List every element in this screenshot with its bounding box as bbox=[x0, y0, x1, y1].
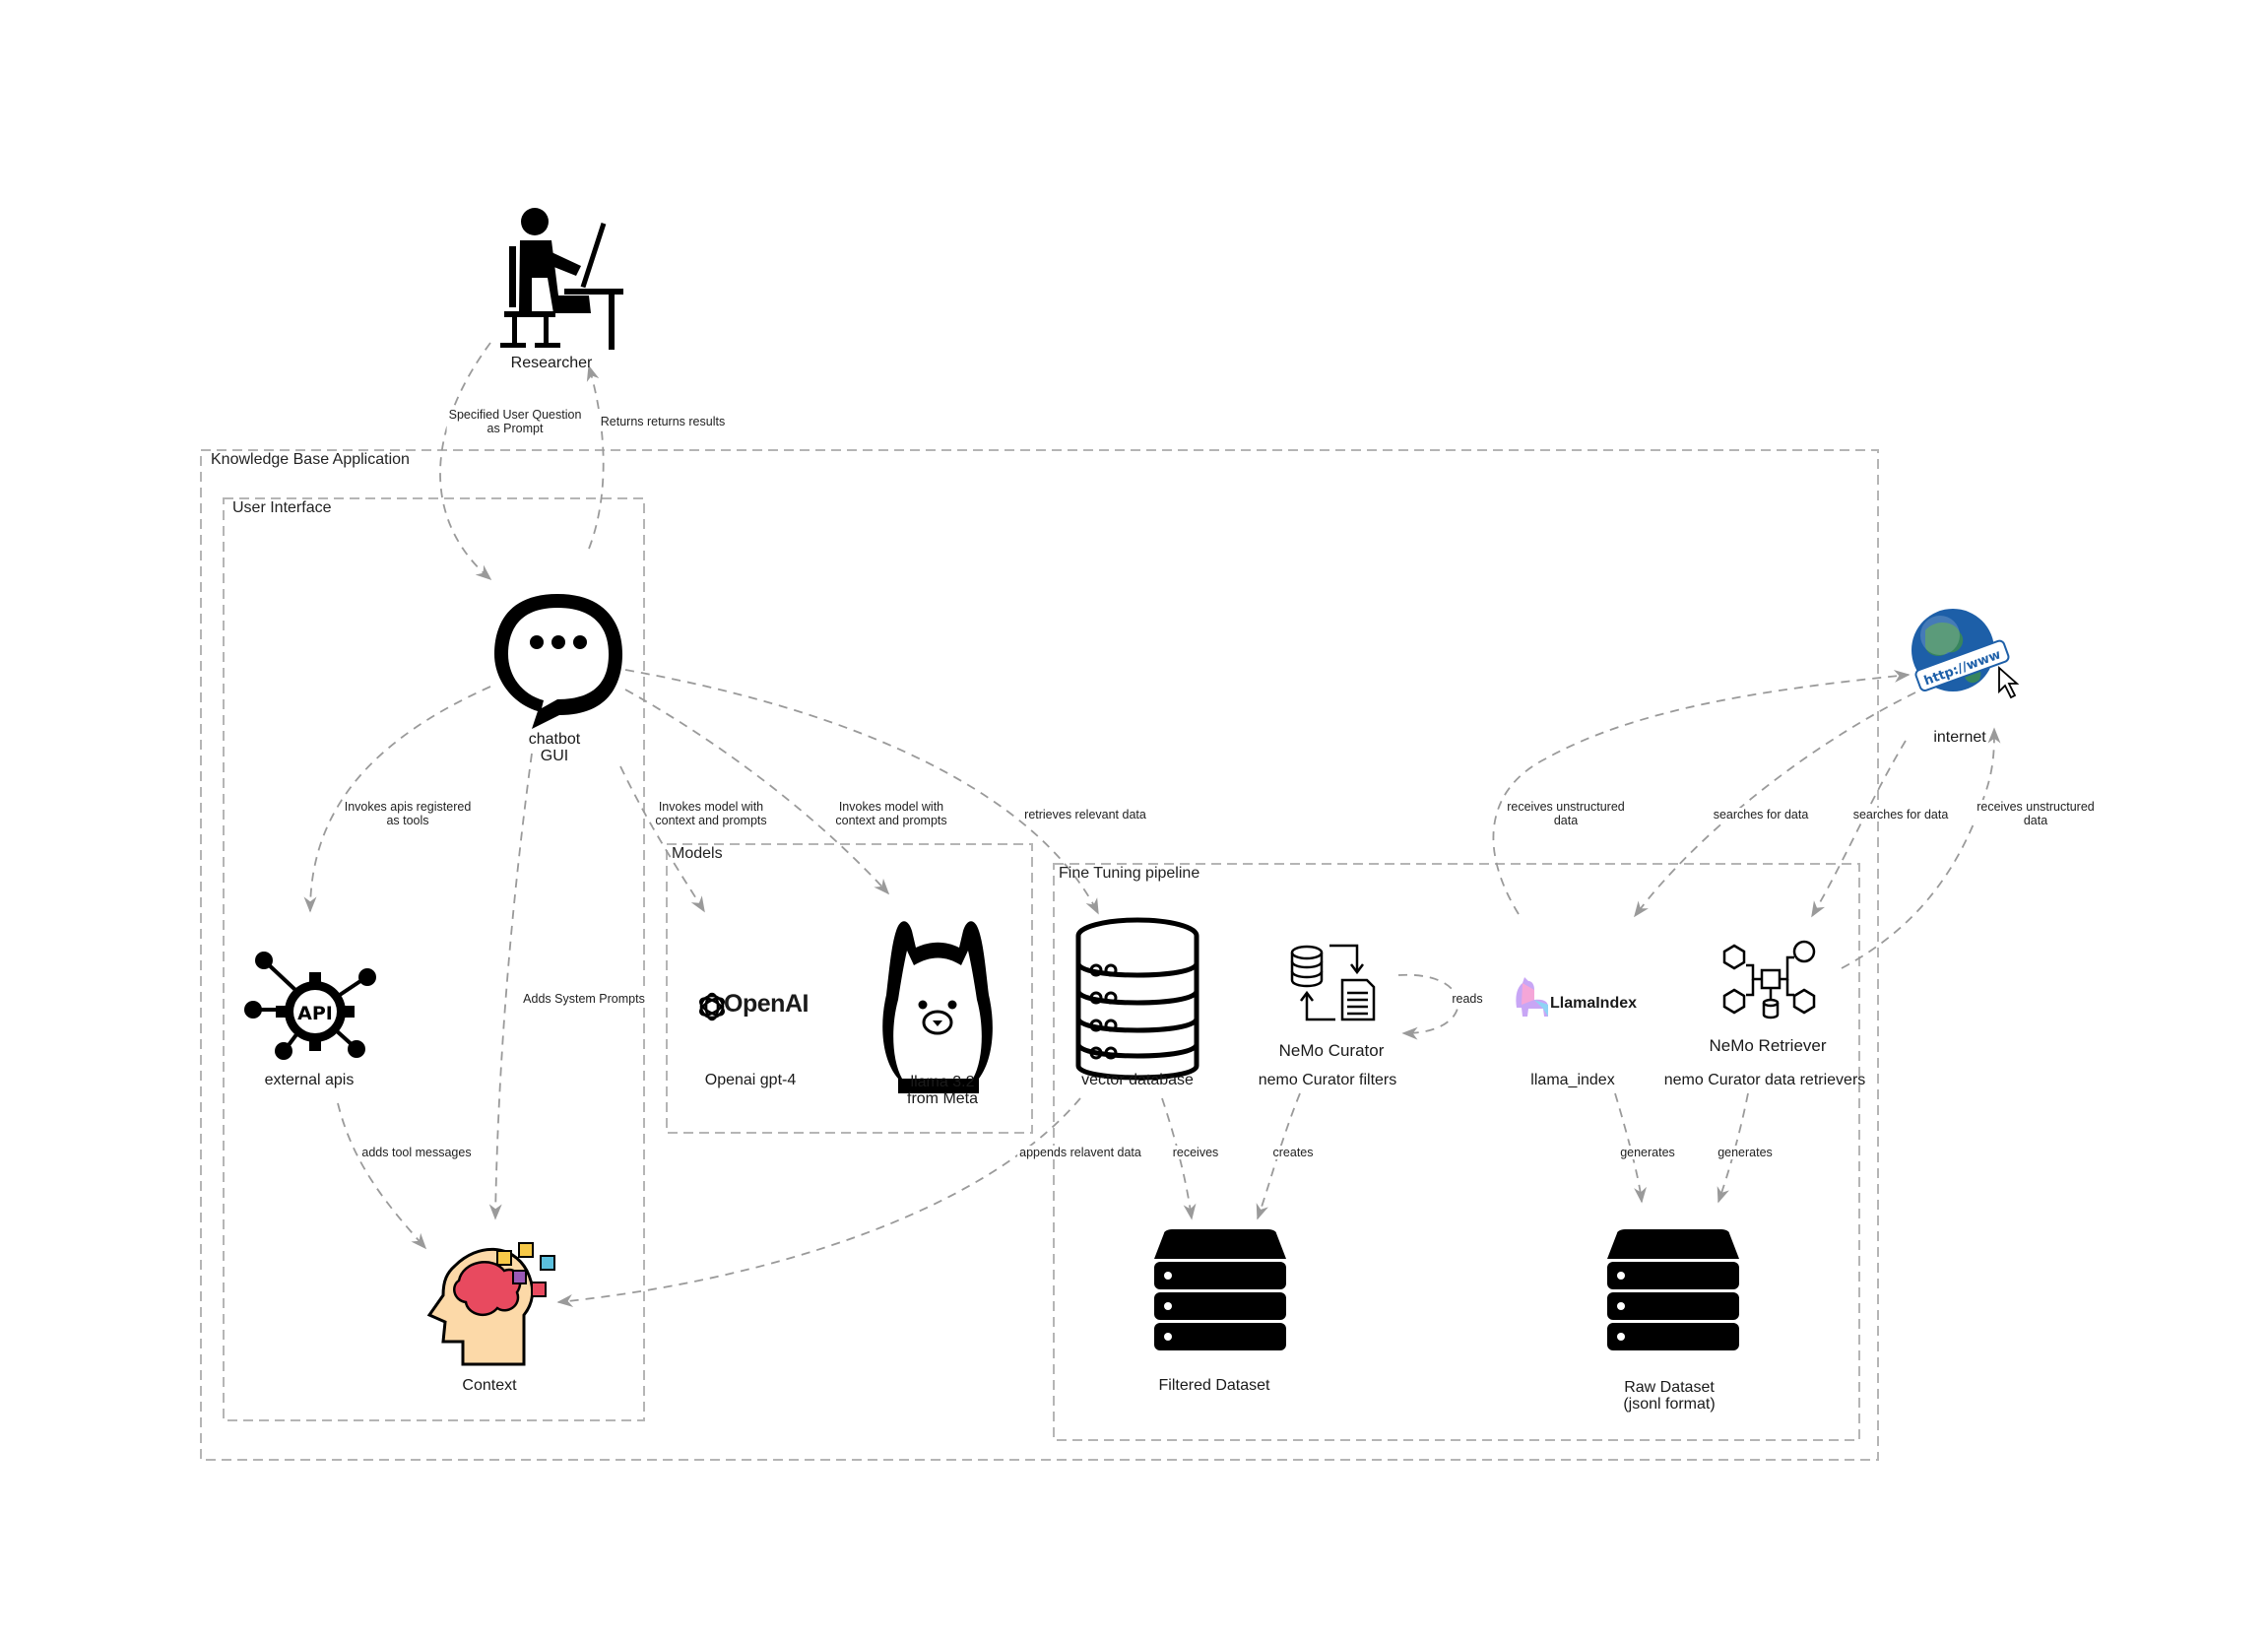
edge-label-invokes-apis: Invokes apis registered as tools bbox=[342, 800, 474, 827]
edge-label-invokes-openai: Invokes model with context and prompts bbox=[653, 800, 769, 827]
chat-bubble-icon bbox=[494, 594, 622, 729]
nemo-retriever-title: NeMo Retriever bbox=[1709, 1036, 1827, 1055]
edge-receives bbox=[1161, 1097, 1197, 1220]
nemo-curator-title: NeMo Curator bbox=[1278, 1041, 1385, 1060]
nemo-curator-label: nemo Curator filters bbox=[1258, 1072, 1397, 1088]
edge-returns-results bbox=[586, 364, 605, 550]
api-badge: API bbox=[297, 1003, 333, 1024]
raw-dataset-label: Raw Dataset (jsonl format) bbox=[1623, 1379, 1716, 1413]
edge-label-reads: reads bbox=[1450, 992, 1485, 1006]
vector-database-icon bbox=[1075, 917, 1199, 1081]
nemo-retriever-label: nemo Curator data retrievers bbox=[1663, 1072, 1866, 1088]
edge-invokes-openai bbox=[619, 765, 705, 913]
edge-receives-unstructured-2 bbox=[1841, 727, 2001, 969]
llamaindex-logo-icon bbox=[1516, 977, 1548, 1017]
nemo-retriever-icon bbox=[1722, 940, 1816, 1019]
openai-logo-icon bbox=[699, 992, 725, 1021]
edge-label-receives: receives bbox=[1170, 1146, 1221, 1159]
edge-label-receives-unstructured-2: receives unstructured data bbox=[1975, 800, 2097, 827]
edge-label-adds-system: Adds System Prompts bbox=[521, 992, 647, 1006]
group-title-knowledge-base: Knowledge Base Application bbox=[211, 451, 410, 468]
edge-retrieves bbox=[624, 669, 1099, 915]
edge-invokes-llama bbox=[624, 689, 890, 895]
edge-label-searches-1: searches for data bbox=[1711, 808, 1811, 822]
api-gear-icon: API bbox=[244, 952, 376, 1060]
vector-database-label: vector database bbox=[1081, 1072, 1194, 1088]
edge-specified-question bbox=[439, 342, 492, 581]
edge-appends bbox=[556, 1097, 1081, 1307]
edge-label-creates: creates bbox=[1270, 1146, 1316, 1159]
chatbot-label: chatbot GUI bbox=[528, 731, 581, 764]
researcher-label: Researcher bbox=[510, 355, 593, 371]
nemo-curator-icon bbox=[1290, 944, 1376, 1021]
openai-label: Openai gpt-4 bbox=[704, 1072, 797, 1088]
group-models bbox=[666, 843, 1033, 1134]
group-title-user-interface: User Interface bbox=[232, 499, 332, 516]
filtered-dataset-label: Filtered Dataset bbox=[1158, 1377, 1270, 1394]
edge-label-appends: appends relavent data bbox=[1017, 1146, 1143, 1159]
edge-label-generates-2: generates bbox=[1716, 1146, 1775, 1159]
internet-globe-icon: http://www bbox=[1912, 609, 2020, 699]
edge-label-receives-unstructured-1: receives unstructured data bbox=[1505, 800, 1627, 827]
edge-searches-1 bbox=[1634, 691, 1916, 918]
edge-reads bbox=[1397, 973, 1459, 1040]
group-knowledge-base bbox=[200, 449, 1879, 1461]
context-label: Context bbox=[462, 1377, 517, 1394]
edge-label-searches-2: searches for data bbox=[1850, 808, 1951, 822]
edge-creates bbox=[1256, 1092, 1301, 1220]
llama-label: llama 3.2 from Meta bbox=[906, 1074, 979, 1107]
context-head-icon bbox=[426, 1242, 555, 1366]
edge-adds-system bbox=[488, 753, 533, 1220]
group-title-models: Models bbox=[672, 845, 723, 862]
llama-index-label: llama_index bbox=[1530, 1072, 1615, 1088]
group-title-fine-tuning: Fine Tuning pipeline bbox=[1059, 865, 1200, 882]
edge-adds-tool bbox=[337, 1102, 427, 1250]
openai-logo-text: OpenAI bbox=[724, 990, 809, 1018]
edge-label-returns: Returns returns results bbox=[598, 415, 728, 428]
edge-label-adds-tool: adds tool messages bbox=[359, 1146, 474, 1159]
edge-label-generates-1: generates bbox=[1618, 1146, 1677, 1159]
group-user-interface bbox=[223, 497, 645, 1421]
raw-dataset-icon bbox=[1607, 1229, 1739, 1350]
edge-receives-unstructured-1 bbox=[1492, 670, 1911, 915]
external-apis-label: external apis bbox=[264, 1072, 355, 1088]
edge-searches-2 bbox=[1811, 740, 1907, 918]
edge-label-specified: Specified User Question as Prompt bbox=[446, 408, 584, 435]
edge-label-invokes-llama: Invokes model with context and prompts bbox=[833, 800, 949, 827]
edge-label-retrieves: retrieves relevant data bbox=[1022, 808, 1148, 822]
researcher-icon bbox=[500, 208, 623, 350]
llama-icon bbox=[882, 921, 993, 1093]
filtered-dataset-icon bbox=[1154, 1229, 1286, 1350]
internet-label: internet bbox=[1933, 729, 1986, 746]
llamaindex-logo-text: LlamaIndex bbox=[1549, 995, 1638, 1012]
edge-invokes-apis bbox=[303, 686, 491, 913]
